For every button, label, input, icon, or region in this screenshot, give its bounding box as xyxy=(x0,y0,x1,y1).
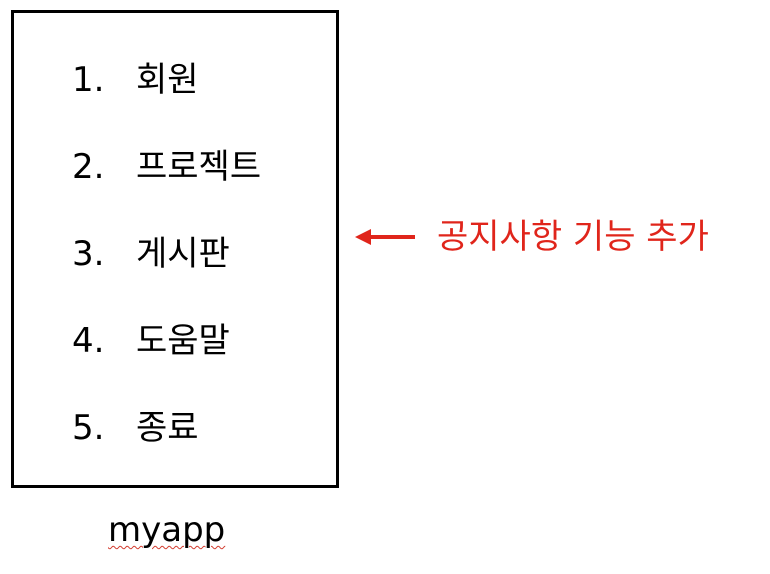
menu-item-exit: 5. 종료 xyxy=(72,403,199,453)
menu-item-board: 3. 게시판 xyxy=(72,229,230,279)
menu-item-number: 3. xyxy=(72,234,105,274)
left-arrow-icon xyxy=(355,229,415,245)
menu-item-member: 1. 회원 xyxy=(72,55,199,105)
annotation-text: 공지사항 기능 추가 xyxy=(437,217,709,257)
menu-list: 1. 회원 2. 프로젝트 3. 게시판 4. 도움말 5. 종료 xyxy=(14,13,336,485)
menu-item-label: 도움말 xyxy=(136,321,230,361)
menu-item-help: 4. 도움말 xyxy=(72,316,230,366)
menu-item-label: 종료 xyxy=(136,408,199,448)
annotation: 공지사항 기능 추가 xyxy=(355,212,709,262)
menu-item-project: 2. 프로젝트 xyxy=(72,142,261,192)
menu-item-number: 1. xyxy=(72,60,105,100)
menu-item-label: 프로젝트 xyxy=(136,147,262,187)
menu-item-number: 4. xyxy=(72,321,105,361)
app-label: myapp xyxy=(108,510,226,550)
menu-item-label: 회원 xyxy=(136,60,199,100)
menu-item-number: 2. xyxy=(72,147,105,187)
menu-item-number: 5. xyxy=(72,408,105,448)
menu-item-label: 게시판 xyxy=(136,234,230,274)
menu-box: 1. 회원 2. 프로젝트 3. 게시판 4. 도움말 5. 종료 xyxy=(11,10,339,488)
